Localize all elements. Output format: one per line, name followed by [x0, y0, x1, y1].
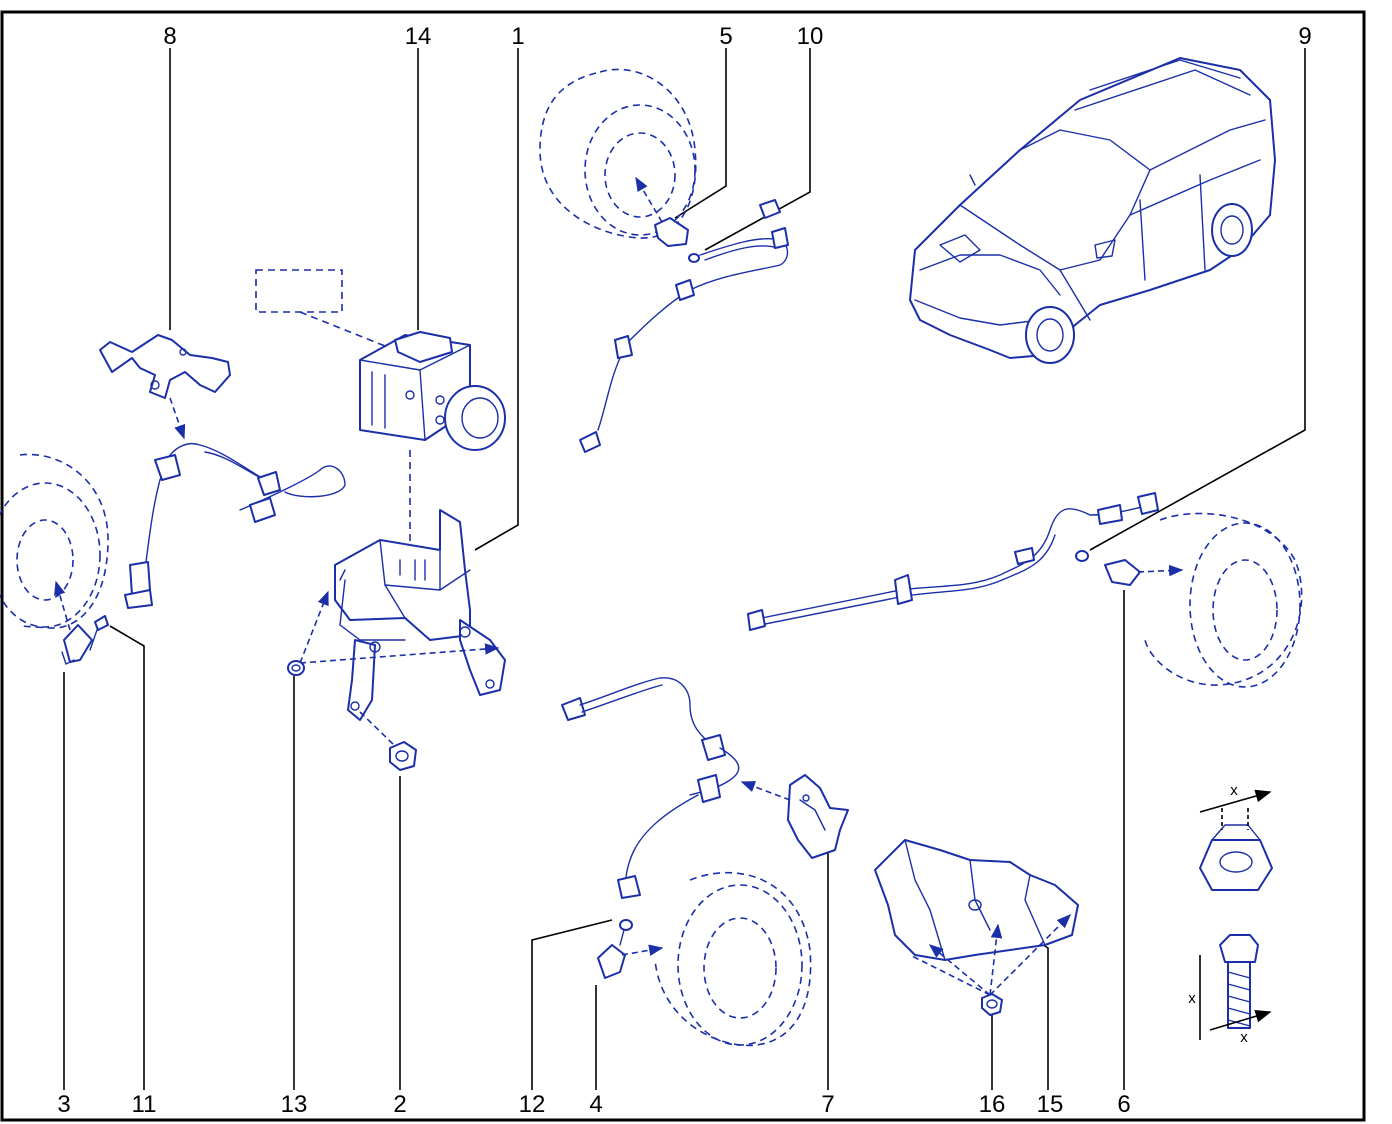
diagram-frame: [0, 10, 1366, 1122]
brake-hose-rear-left: [561, 677, 791, 899]
callout-14: 14: [405, 23, 432, 50]
wheel-speed-sensor-3: [54, 580, 93, 665]
leader-lines: [63, 48, 1306, 1090]
pipe-bracket-8: [99, 334, 231, 440]
bolt-dimension-icon: x x: [1188, 934, 1272, 1046]
brake-hose-front-left: [124, 443, 346, 609]
wheel-front-right: [539, 68, 697, 239]
nut-dimension-icon: x: [1199, 782, 1273, 891]
vehicle-icon: [909, 57, 1276, 364]
heat-shield-15: [874, 839, 1079, 996]
bolt-10: [688, 253, 700, 263]
abs-bracket: [299, 509, 506, 746]
callout-8: 8: [163, 23, 176, 50]
callout-2: 2: [393, 1091, 406, 1118]
wheel-speed-sensor-4: [597, 944, 664, 979]
callout-3: 3: [57, 1091, 70, 1118]
wheel-front-left: [0, 453, 109, 629]
hose-bracket-7: [787, 774, 849, 859]
nut-16: [981, 993, 1003, 1016]
wheel-rear-left: [654, 871, 812, 1047]
bolt-12: [619, 919, 633, 946]
wheel-speed-sensor-6: [1104, 559, 1184, 586]
callout-13: 13: [281, 1091, 308, 1118]
wheel-rear-right: [1144, 512, 1303, 688]
nut-2: [389, 741, 417, 771]
callout-16: 16: [979, 1091, 1006, 1118]
callout-11: 11: [132, 1091, 157, 1118]
nut-dimension-label: x: [1230, 782, 1238, 799]
callout-7: 7: [821, 1091, 834, 1118]
callout-1: 1: [511, 23, 524, 50]
callout-6: 6: [1117, 1091, 1130, 1118]
callout-10: 10: [797, 23, 824, 50]
sensor-cable-rear-right: [747, 492, 1159, 631]
callout-labels: 8 14 1 5 10 9 3 11 13 2 12 4 7 16 15 6: [57, 23, 1311, 1118]
callout-9: 9: [1298, 23, 1311, 50]
sensor-cable-front-right: [579, 199, 789, 453]
wheel-speed-sensor-5: [635, 176, 689, 247]
bolt-length-label: x: [1188, 990, 1196, 1007]
nut-13: [287, 660, 305, 676]
callout-4: 4: [589, 1091, 602, 1118]
bolt-rear-right: [1075, 550, 1089, 562]
bolt-width-label: x: [1240, 1029, 1248, 1046]
callout-5: 5: [719, 23, 732, 50]
callout-12: 12: [519, 1091, 546, 1118]
bolt-11: [89, 615, 109, 651]
abs-hydraulic-unit: [255, 269, 506, 580]
callout-15: 15: [1037, 1091, 1064, 1118]
